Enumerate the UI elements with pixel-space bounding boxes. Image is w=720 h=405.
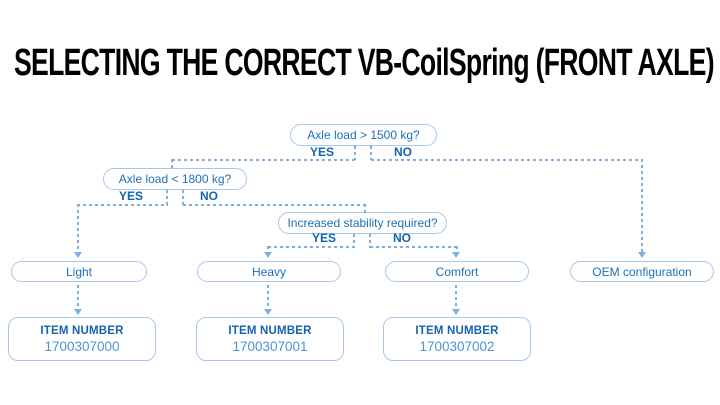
connector-line <box>77 204 79 253</box>
outcome-oem-configuration: OEM configuration <box>570 261 714 282</box>
decision-axle-load-1500: Axle load > 1500 kg? <box>290 124 437 146</box>
item-number-box: ITEM NUMBER 1700307001 <box>196 317 344 361</box>
outcome-light: Light <box>11 261 147 282</box>
item-number-label: ITEM NUMBER <box>415 324 499 337</box>
connector-line <box>267 246 269 253</box>
item-number-label: ITEM NUMBER <box>228 324 312 337</box>
decision-increased-stability: Increased stability required? <box>278 212 447 234</box>
no-label: NO <box>200 189 218 203</box>
arrow-down-icon <box>638 252 646 258</box>
item-number-value: 1700307002 <box>419 338 495 354</box>
connector-line <box>364 204 366 213</box>
yes-label: YES <box>118 189 143 203</box>
item-number-value: 1700307001 <box>232 338 308 354</box>
connector-line <box>172 159 356 161</box>
item-number-box: ITEM NUMBER 1700307000 <box>8 317 156 361</box>
connector-line <box>354 146 356 160</box>
outcome-comfort: Comfort <box>385 261 529 282</box>
yes-label: YES <box>311 231 336 245</box>
decision-axle-load-1800: Axle load < 1800 kg? <box>103 168 247 190</box>
connector-line <box>641 159 643 253</box>
connector-line <box>369 234 371 248</box>
no-label: NO <box>394 145 412 159</box>
connector-line <box>77 285 79 309</box>
arrow-down-icon <box>452 252 460 258</box>
connector-line <box>370 146 372 160</box>
arrow-down-icon <box>264 309 272 315</box>
connector-line <box>183 204 366 206</box>
connector-line <box>371 159 642 161</box>
connector-line <box>166 190 168 206</box>
arrow-down-icon <box>452 309 460 315</box>
connector-line <box>455 285 457 309</box>
connector-line <box>456 246 458 253</box>
outcome-heavy: Heavy <box>197 261 341 282</box>
item-number-box: ITEM NUMBER 1700307002 <box>383 317 531 361</box>
connector-line <box>182 190 184 206</box>
item-number-value: 1700307000 <box>44 338 120 354</box>
no-label: NO <box>393 231 411 245</box>
connector-line <box>268 246 355 248</box>
page-title: SELECTING THE CORRECT VB-CoilSpring (FRO… <box>14 42 715 84</box>
connector-line <box>171 159 173 169</box>
arrow-down-icon <box>74 309 82 315</box>
connector-line <box>77 204 168 206</box>
arrow-down-icon <box>264 252 272 258</box>
connector-line <box>353 234 355 248</box>
connector-line <box>370 246 458 248</box>
arrow-down-icon <box>74 252 82 258</box>
item-number-label: ITEM NUMBER <box>40 324 124 337</box>
yes-label: YES <box>309 145 334 159</box>
connector-line <box>267 285 269 309</box>
